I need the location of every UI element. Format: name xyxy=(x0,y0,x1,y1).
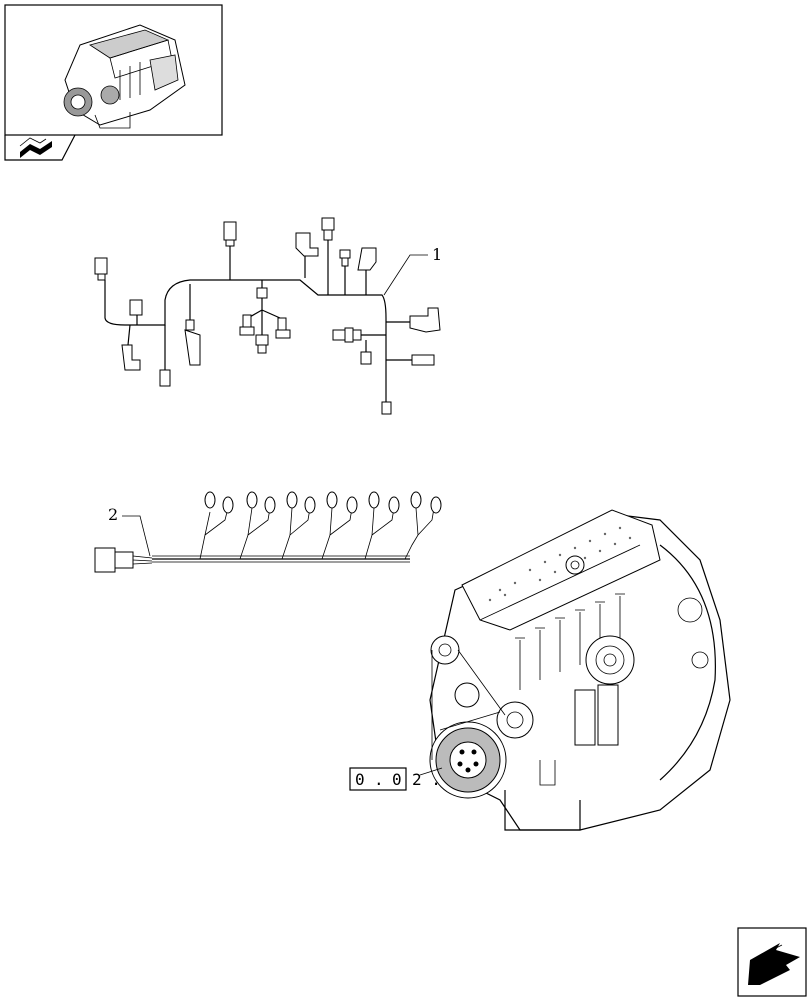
next-page-arrow-icon[interactable] xyxy=(737,927,807,997)
book-pages-icon[interactable] xyxy=(4,134,76,161)
engine-thumbnail[interactable] xyxy=(4,4,223,136)
callout-1: 1 xyxy=(432,245,442,264)
reference-code[interactable]: 0 . 0 2 . xyxy=(349,767,443,791)
reference-dot: . xyxy=(374,770,384,789)
wiring-harness-item-1[interactable] xyxy=(94,217,441,415)
reference-digit-2: 0 xyxy=(392,770,402,789)
reference-digit-1: 0 xyxy=(355,770,365,789)
reference-suffix: 2 . xyxy=(412,770,441,789)
engine-illustration xyxy=(429,509,731,831)
callout-2: 2 xyxy=(108,505,118,524)
engine-thumbnail-icon xyxy=(63,24,186,129)
injector-harness-item-2[interactable] xyxy=(94,491,442,573)
